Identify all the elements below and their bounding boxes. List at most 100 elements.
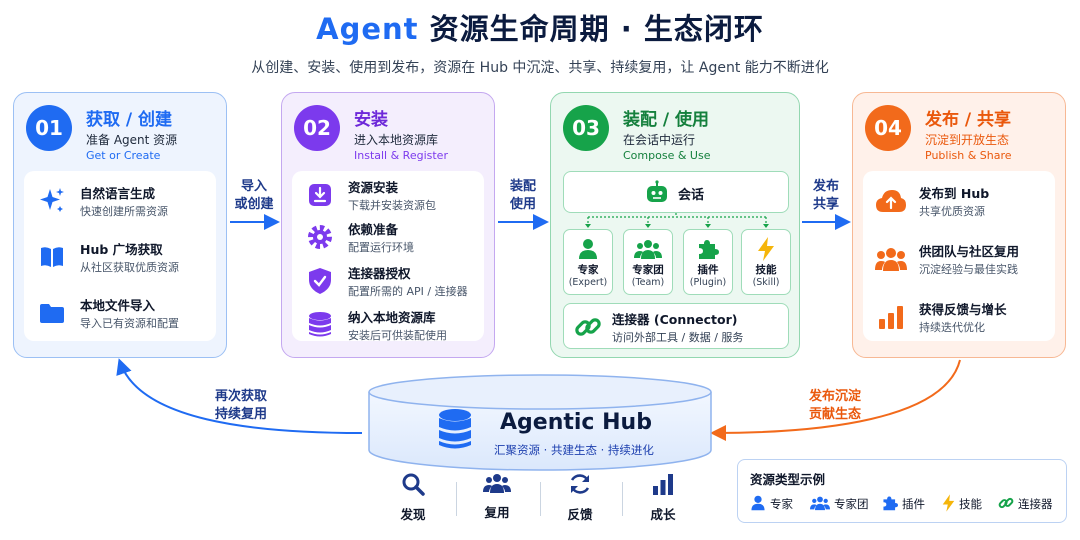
- team-icon: [810, 495, 834, 514]
- item-desc: 持续迭代优化: [919, 321, 985, 334]
- item-desc: 下载并安装资源包: [348, 199, 436, 212]
- arrow-label-1: 导入或创建: [234, 179, 274, 212]
- stage-english: Publish & Share: [925, 149, 1012, 162]
- item-desc: 沉淀经验与最佳实践: [919, 263, 1018, 276]
- list-item: 资源安装 下载并安装资源包: [292, 171, 484, 221]
- list-item: 发布到 Hub 共享优质资源: [863, 177, 1055, 227]
- stage-items: 资源安装 下载并安装资源包 依赖准备 配置运行环境 连接器授权 配置所需的 AP…: [292, 171, 484, 342]
- item-title: 连接器授权: [348, 266, 411, 281]
- item-desc: 从社区获取优质资源: [80, 261, 179, 274]
- connector-box: 连接器 (Connector) 访问外部工具 / 数据 / 服务: [563, 303, 789, 349]
- database-icon: [304, 309, 336, 341]
- list-item: 供团队与社区复用 沉淀经验与最佳实践: [863, 235, 1055, 285]
- stage-title: 获取 / 创建: [86, 110, 173, 130]
- module-plugin: 插件 (Plugin): [683, 229, 733, 295]
- download-icon: [304, 179, 336, 211]
- module-team: 专家团 (Team): [623, 229, 673, 295]
- module-title: 技能: [755, 264, 777, 276]
- legend-label: 连接器: [1018, 497, 1053, 511]
- list-item: 纳入本地资源库 安装后可供装配使用: [292, 301, 484, 351]
- legend-item-team: 专家团: [810, 494, 869, 514]
- action-reuse: 复用: [472, 472, 522, 521]
- stage-title: 装配 / 使用: [623, 110, 710, 130]
- module-english: (Skill): [752, 277, 780, 288]
- loop-arrow-right: [710, 359, 961, 441]
- action-feedback: 反馈: [555, 472, 605, 523]
- connector-title: 连接器 (Connector): [612, 312, 738, 327]
- divider: [622, 482, 623, 516]
- puzzle-icon: [882, 495, 902, 514]
- item-desc: 共享优质资源: [919, 205, 985, 218]
- title-rest: 资源生命周期 · 生态闭环: [418, 12, 764, 46]
- stage-title: 安装: [354, 110, 388, 130]
- arrow-label-3: 发布共享: [812, 179, 839, 212]
- item-desc: 安装后可供装配使用: [348, 329, 447, 342]
- legend-item-plugin: 插件: [882, 494, 925, 514]
- module-english: (Team): [631, 277, 665, 288]
- stage-number-badge: 01: [26, 105, 72, 151]
- item-title: 发布到 Hub: [919, 186, 990, 201]
- item-title: 自然语言生成: [80, 186, 156, 201]
- module-english: (Plugin): [689, 277, 727, 288]
- action-label: 发现: [400, 507, 426, 522]
- module-title: 插件: [697, 264, 719, 276]
- hub-title: Agentic Hub: [500, 410, 652, 435]
- module-title: 专家: [577, 264, 599, 276]
- stage-items: 发布到 Hub 共享优质资源 供团队与社区复用 沉淀经验与最佳实践 获得反馈与增…: [863, 171, 1055, 341]
- item-title: 依赖准备: [348, 222, 399, 237]
- legend-title: 资源类型示例: [750, 472, 826, 487]
- shield-check-icon: [304, 265, 336, 297]
- stage-subtitle: 进入本地资源库: [354, 133, 439, 147]
- list-item: 依赖准备 配置运行环境: [292, 213, 484, 263]
- legend-label: 技能: [959, 497, 982, 511]
- legend-item-skill: 技能: [942, 493, 982, 514]
- page-subtitle: 从创建、安装、使用到发布，资源在 Hub 中沉淀、共享、持续复用，让 Agent…: [251, 60, 829, 76]
- legend-label: 插件: [902, 497, 925, 511]
- item-desc: 快速创建所需资源: [80, 205, 168, 218]
- module-expert: 专家 (Expert): [563, 229, 613, 295]
- robot-icon: [644, 180, 670, 210]
- page-title: Agent 资源生命周期 · 生态闭环: [0, 6, 1080, 48]
- module-skill: 技能 (Skill): [741, 229, 791, 295]
- list-item: Hub 广场获取 从社区获取优质资源: [24, 233, 216, 283]
- title-accent: Agent: [316, 12, 419, 46]
- person-icon: [564, 236, 612, 262]
- item-title: Hub 广场获取: [80, 242, 163, 257]
- cloud-upload-icon: [875, 185, 907, 217]
- legend-item-connector: 连接器: [998, 494, 1053, 514]
- link-icon: [574, 313, 602, 345]
- action-label: 反馈: [567, 507, 593, 522]
- action-grow: 成长: [638, 472, 688, 523]
- arrow-label-2: 装配使用: [509, 179, 536, 212]
- bolt-icon: [742, 236, 790, 262]
- divider: [456, 482, 457, 516]
- legend-label: 专家: [770, 497, 793, 511]
- stage-title: 发布 / 共享: [925, 110, 1012, 130]
- list-item: 连接器授权 配置所需的 API / 连接器: [292, 257, 484, 307]
- search-icon: [388, 472, 438, 500]
- gear-icon: [304, 221, 336, 253]
- stage-card-install: 02 安装 进入本地资源库 Install & Register 资源安装 下载…: [281, 92, 495, 358]
- loop-arrow-left: [116, 358, 363, 434]
- bar-chart-icon: [638, 472, 688, 500]
- divider: [540, 482, 541, 516]
- item-title: 资源安装: [348, 180, 399, 195]
- stage-items: 自然语言生成 快速创建所需资源 Hub 广场获取 从社区获取优质资源 本地文件导…: [24, 171, 216, 341]
- item-title: 获得反馈与增长: [919, 302, 1007, 317]
- person-icon: [750, 495, 770, 514]
- stage-number-badge: 03: [563, 105, 609, 151]
- list-item: 本地文件导入 导入已有资源和配置: [24, 289, 216, 339]
- action-discover: 发现: [388, 472, 438, 523]
- item-desc: 配置所需的 API / 连接器: [348, 285, 468, 298]
- stage-card-compose-use: 03 装配 / 使用 在会话中运行 Compose & Use 会话 专家 (E…: [550, 92, 800, 358]
- module-english: (Expert): [568, 277, 608, 288]
- sparkle-icon: [36, 185, 68, 217]
- stage-card-publish-share: 04 发布 / 共享 沉淀到开放生态 Publish & Share 发布到 H…: [852, 92, 1066, 358]
- loop-label-left: 再次获取持续复用: [214, 389, 267, 422]
- loop-label-right: 发布沉淀贡献生态: [808, 389, 861, 422]
- puzzle-icon: [684, 236, 732, 262]
- stage-english: Install & Register: [354, 149, 448, 162]
- group-icon: [472, 472, 522, 498]
- stage-subtitle: 沉淀到开放生态: [925, 133, 1010, 147]
- hub-tagline: 汇聚资源 · 共建生态 · 持续进化: [494, 443, 654, 457]
